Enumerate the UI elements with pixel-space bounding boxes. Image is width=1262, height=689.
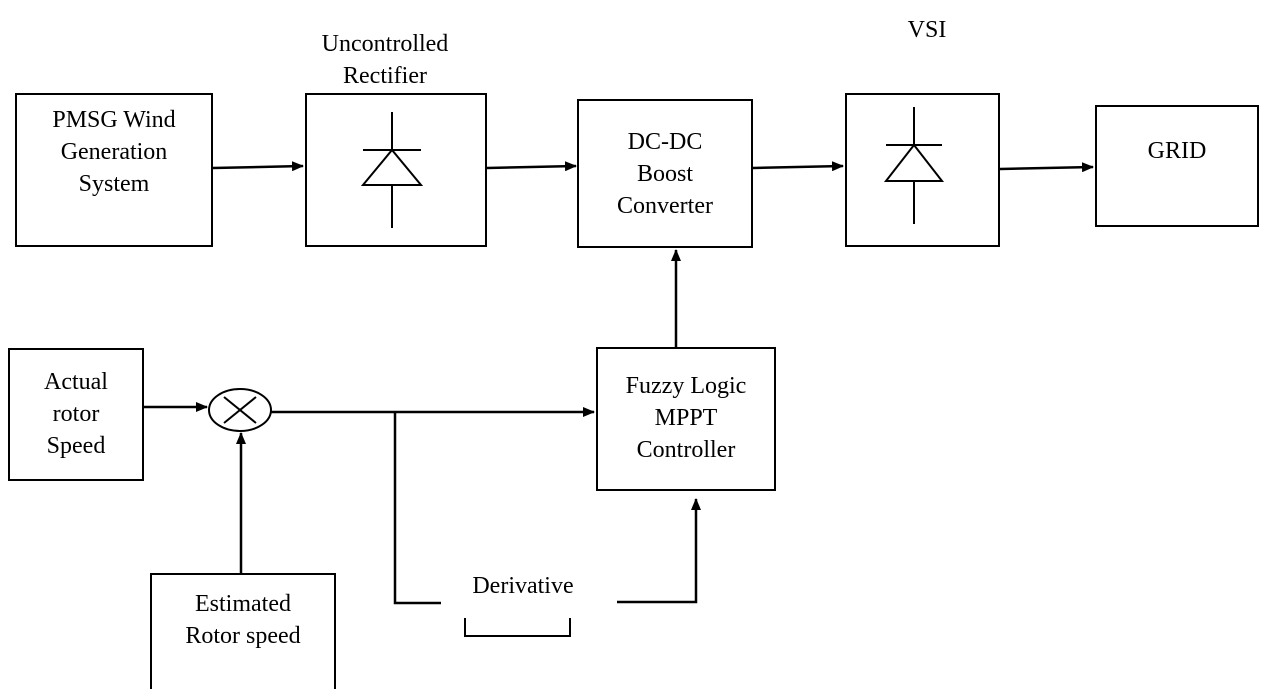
actual-speed-label: Actual rotor Speed bbox=[44, 369, 108, 459]
arrow-rectifier-to-boost bbox=[486, 161, 577, 172]
pmsg-box bbox=[15, 93, 213, 247]
vsi-caption: VSI bbox=[907, 17, 947, 43]
arrow-pmsg-to-rectifier bbox=[212, 161, 304, 172]
estimated-speed-label: Estimated Rotor speed bbox=[185, 591, 301, 649]
fuzzy-controller-label: Fuzzy Logic MPPT Controller bbox=[625, 373, 747, 463]
estimated-speed-box bbox=[150, 573, 336, 689]
rectifier-caption: Uncontrolled Rectifier bbox=[321, 31, 449, 89]
rectifier-box bbox=[305, 93, 487, 247]
rectifier-diode-icon bbox=[360, 112, 424, 228]
arrow-vsi-to-grid bbox=[999, 162, 1094, 173]
arrow-derivative-to-fuzzy bbox=[617, 498, 701, 604]
fuzzy-controller-box bbox=[596, 347, 776, 491]
derivative-label: Derivative bbox=[472, 573, 574, 599]
grid-label: GRID bbox=[1147, 138, 1207, 164]
branch-to-derivative bbox=[393, 412, 441, 605]
derivative-bracket bbox=[464, 618, 571, 637]
actual-speed-box bbox=[8, 348, 144, 481]
boost-converter-box bbox=[577, 99, 753, 248]
vsi-diode-icon bbox=[883, 107, 945, 224]
vsi-box bbox=[845, 93, 1000, 247]
grid-box bbox=[1095, 105, 1259, 227]
arrow-boost-to-vsi bbox=[752, 161, 844, 172]
summing-junction-icon bbox=[208, 388, 272, 432]
pmsg-label: PMSG Wind Generation System bbox=[52, 107, 176, 197]
boost-converter-label: DC-DC Boost Converter bbox=[617, 129, 713, 219]
